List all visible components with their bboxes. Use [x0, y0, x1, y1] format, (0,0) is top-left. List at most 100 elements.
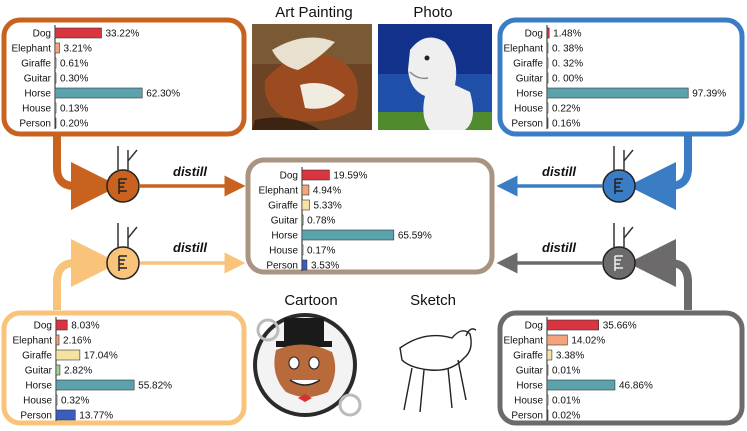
- value-label: 1.48%: [553, 29, 581, 40]
- bar: [55, 334, 60, 346]
- distill-label-cartoon: distill: [173, 240, 207, 255]
- cartoon-model-icon: [106, 223, 140, 280]
- category-label: Dog: [34, 321, 52, 332]
- category-label: Guitar: [271, 216, 299, 227]
- connector-arrow-art-painting: [53, 135, 119, 210]
- value-label: 0. 00%: [552, 74, 583, 85]
- value-label: 2.16%: [63, 336, 91, 347]
- bar: [301, 214, 304, 226]
- value-label: 0. 32%: [552, 59, 583, 70]
- bar: [301, 259, 308, 271]
- category-label: Giraffe: [268, 201, 298, 212]
- bar: [301, 199, 310, 211]
- bar: [546, 349, 553, 361]
- bar: [546, 394, 549, 406]
- bar: [301, 244, 304, 256]
- category-label: Elephant: [259, 186, 299, 197]
- category-label: Dog: [525, 29, 543, 40]
- art-painting-panel-frame: [1, 17, 247, 137]
- bar: [546, 364, 549, 376]
- category-label: Horse: [25, 381, 52, 392]
- value-label: 62.30%: [146, 89, 180, 100]
- bar: [546, 42, 549, 54]
- category-label: Giraffe: [22, 351, 52, 362]
- bar: [546, 102, 549, 114]
- art-painting-model-icon: [106, 146, 140, 203]
- category-label: Elephant: [12, 44, 52, 55]
- art-painting-title: Art Painting: [275, 4, 353, 21]
- value-label: 0.32%: [61, 396, 89, 407]
- bar: [546, 72, 549, 84]
- value-label: 4.94%: [313, 186, 341, 197]
- value-label: 0.02%: [552, 411, 580, 422]
- category-label: Elephant: [504, 336, 544, 347]
- value-label: 55.82%: [138, 381, 172, 392]
- bar: [55, 409, 76, 421]
- bar: [546, 379, 616, 391]
- bar: [54, 87, 143, 99]
- category-label: Giraffe: [513, 59, 543, 70]
- value-label: 33.22%: [106, 29, 140, 40]
- value-label: 0.30%: [60, 74, 88, 85]
- bar: [546, 87, 689, 99]
- value-label: 8.03%: [71, 321, 99, 332]
- category-label: Person: [20, 411, 52, 422]
- value-label: 97.39%: [692, 89, 726, 100]
- photo-model-icon: [602, 146, 636, 203]
- value-label: 0. 38%: [552, 44, 583, 55]
- value-label: 0.20%: [60, 119, 88, 130]
- value-label: 3.53%: [311, 261, 339, 272]
- bar: [55, 319, 68, 331]
- category-label: Horse: [24, 89, 51, 100]
- value-label: 46.86%: [619, 381, 653, 392]
- bar: [546, 334, 568, 346]
- bar: [546, 409, 549, 421]
- value-label: 35.66%: [603, 321, 637, 332]
- category-label: House: [514, 104, 543, 115]
- bar: [546, 27, 550, 39]
- category-label: Giraffe: [513, 351, 543, 362]
- value-label: 3.38%: [556, 351, 584, 362]
- category-label: Dog: [33, 29, 51, 40]
- sketch-model-icon: [602, 223, 636, 280]
- bar: [55, 379, 135, 391]
- bar: [54, 57, 57, 69]
- category-label: Dog: [280, 171, 298, 182]
- art-painting-image: [252, 24, 372, 130]
- connector-arrow-photo: [628, 135, 692, 210]
- category-label: Horse: [516, 381, 543, 392]
- value-label: 0.01%: [552, 366, 580, 377]
- category-label: Elephant: [13, 336, 53, 347]
- connector-arrow-sketch: [628, 239, 692, 310]
- category-label: Person: [511, 411, 543, 422]
- cartoon-title: Cartoon: [284, 292, 337, 309]
- bar: [55, 394, 58, 406]
- bar: [546, 117, 549, 129]
- bar: [54, 72, 57, 84]
- bar: [55, 364, 61, 376]
- cartoon-panel-frame: [1, 310, 247, 426]
- value-label: 0.16%: [552, 119, 580, 130]
- value-label: 0.13%: [60, 104, 88, 115]
- distill-label-sketch: distill: [542, 240, 576, 255]
- bar: [54, 27, 102, 39]
- category-label: House: [269, 246, 298, 257]
- value-label: 0.01%: [552, 396, 580, 407]
- connector-arrow-cartoon: [53, 239, 119, 310]
- category-label: Guitar: [25, 366, 53, 377]
- bar: [546, 319, 600, 331]
- category-label: Horse: [516, 89, 543, 100]
- value-label: 2.82%: [64, 366, 92, 377]
- photo-panel-frame: [497, 17, 745, 137]
- value-label: 19.59%: [333, 171, 367, 182]
- value-label: 0.61%: [60, 59, 88, 70]
- category-label: Person: [511, 119, 543, 130]
- category-label: Guitar: [516, 366, 544, 377]
- category-label: Horse: [271, 231, 298, 242]
- distill-label-photo: distill: [542, 164, 576, 179]
